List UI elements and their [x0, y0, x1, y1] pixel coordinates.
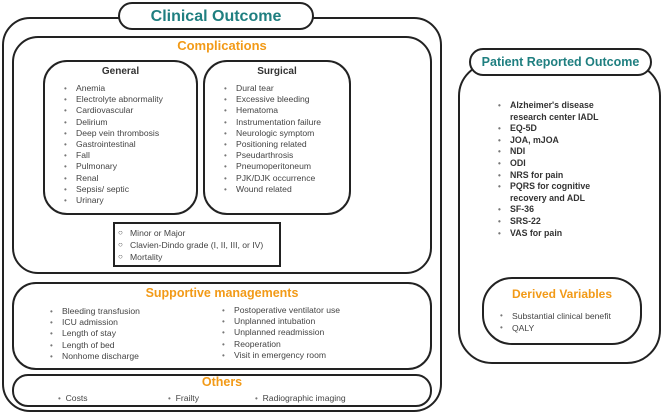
pro-item: NDI: [498, 146, 623, 158]
surgical-list: Dural tearExcessive bleedingHematomaInst…: [224, 83, 321, 195]
surgical-complication-item: Pseudarthrosis: [224, 150, 321, 161]
general-complication-item: Delirium: [64, 117, 163, 128]
supportive-item: Length of stay: [50, 328, 140, 339]
pro-item: ODI: [498, 158, 623, 170]
pro-item: Alzheimer's disease research center IADL: [498, 100, 623, 123]
surgical-complication-item: Pneumoperitoneum: [224, 161, 321, 172]
surgical-complication-item: PJK/DJK occurrence: [224, 173, 321, 184]
general-complication-item: Pulmonary: [64, 161, 163, 172]
surgical-title: Surgical: [257, 66, 297, 77]
others-item-costs: • Costs: [58, 393, 88, 403]
grading-item: Minor or Major: [118, 227, 263, 239]
pro-item: VAS for pain: [498, 228, 623, 240]
others-item-frailty: • Frailty: [168, 393, 199, 403]
general-complication-item: Electrolyte abnormality: [64, 94, 163, 105]
supportive-left-list: Bleeding transfusionICU admissionLength …: [50, 306, 140, 362]
supportive-item: Length of bed: [50, 340, 140, 351]
surgical-complication-item: Neurologic symptom: [224, 128, 321, 139]
supportive-item: Bleeding transfusion: [50, 306, 140, 317]
supportive-title: Supportive managements: [145, 286, 299, 300]
supportive-item: Nonhome discharge: [50, 351, 140, 362]
others-title: Others: [201, 375, 243, 389]
complications-title: Complications: [177, 38, 267, 53]
general-complication-item: Gastrointestinal: [64, 139, 163, 150]
pro-list: Alzheimer's disease research center IADL…: [498, 100, 623, 239]
general-complication-item: Urinary: [64, 195, 163, 206]
others-panel: [12, 374, 432, 407]
pro-item: NRS for pain: [498, 170, 623, 182]
pro-item: EQ-5D: [498, 123, 623, 135]
derived-variable-item: Substantial clinical benefit: [500, 310, 611, 322]
general-complication-item: Cardiovascular: [64, 105, 163, 116]
supportive-item: Visit in emergency room: [222, 350, 340, 361]
surgical-complication-item: Instrumentation failure: [224, 117, 321, 128]
general-title: General: [101, 66, 140, 77]
pro-item: PQRS for cognitive recovery and ADL: [498, 181, 623, 204]
surgical-complication-item: Positioning related: [224, 139, 321, 150]
grading-item: Mortality: [118, 251, 263, 263]
pro-item: SF-36: [498, 204, 623, 216]
grading-item: Clavien-Dindo grade (I, II, III, or IV): [118, 239, 263, 251]
supportive-item: Unplanned readmission: [222, 327, 340, 338]
supportive-item: Unplanned intubation: [222, 316, 340, 327]
others-item-radiographic: • Radiographic imaging: [255, 393, 346, 403]
general-complication-item: Deep vein thrombosis: [64, 128, 163, 139]
surgical-complication-item: Excessive bleeding: [224, 94, 321, 105]
general-complication-item: Anemia: [64, 83, 163, 94]
supportive-item: Reoperation: [222, 339, 340, 350]
clinical-outcome-title: Clinical Outcome: [118, 2, 314, 30]
supportive-item: ICU admission: [50, 317, 140, 328]
grading-list: Minor or MajorClavien-Dindo grade (I, II…: [118, 227, 263, 263]
general-complication-item: Sepsis/ septic: [64, 184, 163, 195]
supportive-right-list: Postoperative ventilator useUnplanned in…: [222, 305, 340, 361]
pro-item: JOA, mJOA: [498, 135, 623, 147]
pro-item: SRS-22: [498, 216, 623, 228]
derived-variable-item: QALY: [500, 322, 611, 334]
derived-variables-title: Derived Variables: [511, 287, 613, 301]
general-complication-item: Renal: [64, 173, 163, 184]
general-complication-item: Fall: [64, 150, 163, 161]
surgical-complication-item: Dural tear: [224, 83, 321, 94]
derived-list: Substantial clinical benefitQALY: [500, 310, 611, 334]
general-list: AnemiaElectrolyte abnormalityCardiovascu…: [64, 83, 163, 206]
supportive-item: Postoperative ventilator use: [222, 305, 340, 316]
surgical-complication-item: Hematoma: [224, 105, 321, 116]
surgical-complication-item: Wound related: [224, 184, 321, 195]
patient-reported-title: Patient Reported Outcome: [469, 48, 652, 76]
